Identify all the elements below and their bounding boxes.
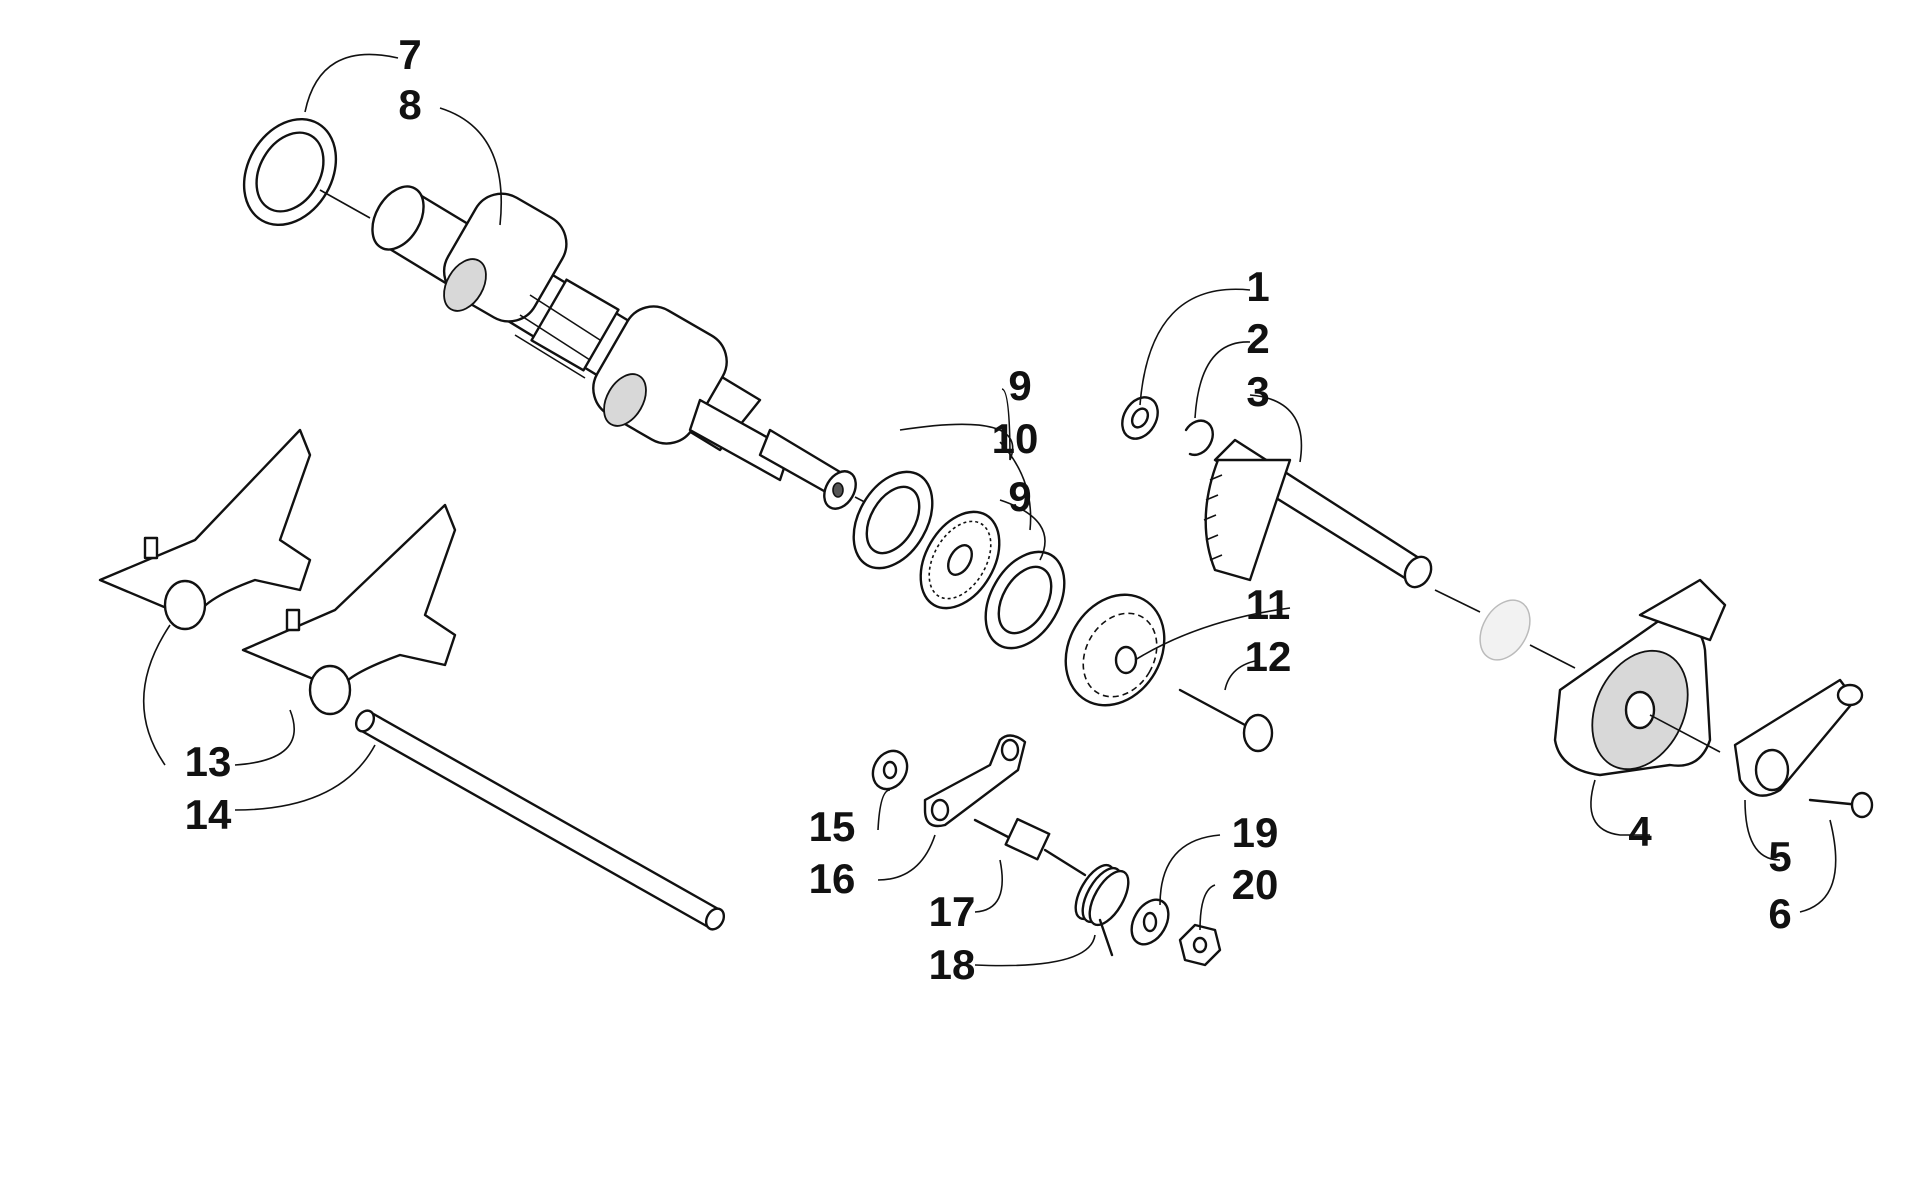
callout-2: 2 <box>1246 315 1269 362</box>
thrust-bearing-icon <box>919 510 1001 610</box>
callout-19: 19 <box>1232 809 1279 856</box>
callout-17: 17 <box>929 888 976 935</box>
snap-ring-icon <box>1184 419 1214 457</box>
shift-fork-shaft-icon <box>354 709 726 931</box>
callout-labels: 1 2 3 4 5 6 7 8 9 10 9 11 12 13 14 15 16… <box>185 31 1792 988</box>
callout-11: 11 <box>1246 581 1290 628</box>
callout-20: 20 <box>1232 861 1279 908</box>
callout-14: 14 <box>185 791 232 838</box>
washer-icon <box>1130 898 1170 946</box>
washer-icon <box>242 117 338 227</box>
bolt-icon <box>1178 688 1274 753</box>
callout-3: 3 <box>1246 368 1269 415</box>
callout-8: 8 <box>398 81 421 128</box>
callout-9a: 9 <box>1008 362 1031 409</box>
gear-position-switch-icon <box>1553 578 1727 777</box>
washer-icon <box>871 749 909 791</box>
bearing-icon <box>1434 589 1576 669</box>
leader-lines <box>142 53 1837 967</box>
callout-9b: 9 <box>1008 473 1031 520</box>
shift-fork-icon <box>98 428 312 631</box>
callout-5: 5 <box>1768 833 1791 880</box>
callout-10: 10 <box>992 415 1039 462</box>
stopper-bolt-icon <box>973 817 1087 877</box>
callout-15: 15 <box>809 803 856 850</box>
nut-icon <box>1178 923 1222 967</box>
stopper-arm-icon <box>923 734 1027 828</box>
callout-18: 18 <box>929 941 976 988</box>
washer-icon <box>852 470 934 570</box>
callout-1: 1 <box>1246 263 1269 310</box>
bolt-icon <box>1808 791 1874 819</box>
torsion-spring-icon <box>1074 863 1130 957</box>
callout-4: 4 <box>1628 808 1652 855</box>
callout-12: 12 <box>1245 633 1292 680</box>
callout-6: 6 <box>1768 890 1791 937</box>
callout-13: 13 <box>185 738 232 785</box>
washer-icon <box>984 550 1066 650</box>
drum-gear-icon <box>1064 593 1166 707</box>
shift-fork-icon <box>241 503 457 716</box>
shift-lever-arm-icon <box>1733 678 1864 797</box>
callout-16: 16 <box>809 855 856 902</box>
shift-shaft-gear-sector-icon <box>1203 438 1433 589</box>
shift-drum-icon <box>319 185 881 511</box>
washer-icon <box>1121 396 1159 440</box>
callout-7: 7 <box>398 31 421 78</box>
